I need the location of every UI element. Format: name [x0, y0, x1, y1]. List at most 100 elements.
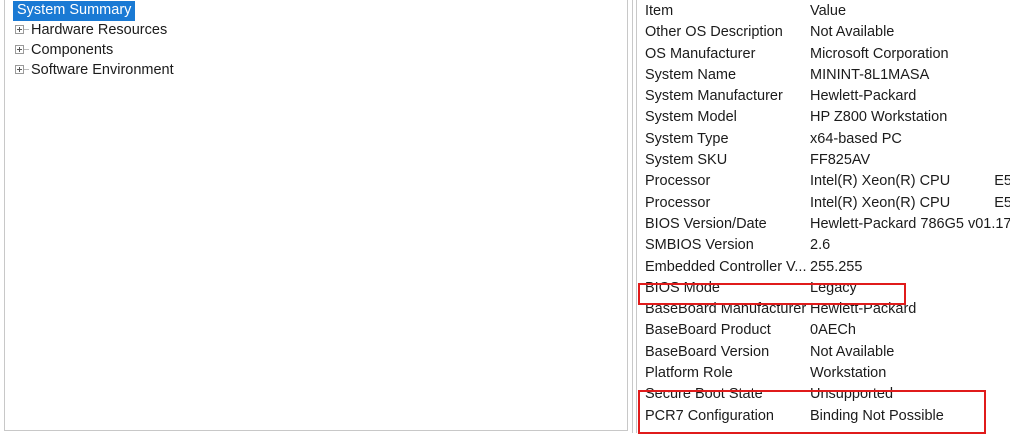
detail-item-value: HP Z800 Workstation — [810, 107, 947, 127]
detail-item-value: Legacy — [810, 278, 857, 298]
tree-item-label: Components — [31, 42, 114, 58]
detail-item-value: Workstation — [810, 363, 886, 383]
detail-value-text: Not Available — [810, 343, 895, 360]
tree-item-label: Hardware Resources — [31, 22, 168, 38]
detail-value-text: 0AECh — [810, 322, 856, 339]
column-header-item: Item — [645, 3, 674, 19]
detail-item-name: BaseBoard Manufacturer — [645, 301, 807, 318]
detail-item-value: Hewlett-Packard 786G5 v01.17, 8/ — [810, 214, 1010, 234]
detail-item-value: Intel(R) Xeon(R) CPU E5506 — [810, 193, 1010, 213]
detail-item-value: Microsoft Corporation — [810, 44, 949, 64]
detail-value-text: Hewlett-Packard 786G5 v01.17, 8/ — [810, 215, 1010, 232]
column-header-row[interactable]: Item Value — [638, 0, 1010, 21]
expand-plus-icon[interactable] — [15, 25, 24, 34]
detail-value-suffix: E5506 — [994, 194, 1010, 211]
detail-row[interactable]: System Model HP Z800 Workstation — [638, 106, 1010, 127]
tree-connector-line — [24, 49, 29, 50]
detail-item-name: System Manufacturer — [645, 88, 783, 105]
detail-item-name: BIOS Mode — [645, 279, 720, 296]
detail-value-text: 2.6 — [810, 237, 831, 254]
detail-row[interactable]: BIOS Mode Legacy — [638, 277, 1010, 298]
detail-item-name: BaseBoard Product — [645, 322, 771, 339]
detail-row[interactable]: PCR7 Configuration Binding Not Possible — [638, 405, 1010, 426]
detail-row[interactable]: System Type x64-based PC — [638, 128, 1010, 149]
tree-item-label: System Summary — [13, 1, 136, 21]
tree-item-system-summary[interactable]: System Summary — [5, 0, 627, 21]
detail-item-name: System Model — [645, 109, 737, 126]
detail-value-text: Microsoft Corporation — [810, 45, 949, 62]
detail-value-text: Hewlett-Packard — [810, 88, 917, 105]
detail-item-name: System Type — [645, 130, 729, 147]
detail-row[interactable]: System Name MININT-8L1MASA — [638, 64, 1010, 85]
detail-row[interactable]: System Manufacturer Hewlett-Packard — [638, 85, 1010, 106]
detail-item-value: 2.6 — [810, 235, 830, 255]
tree-connector-line — [24, 29, 29, 30]
detail-value-text: Legacy — [810, 279, 857, 296]
detail-row[interactable]: Other OS Description Not Available — [638, 21, 1010, 42]
tree-item-hardware-resources[interactable]: Hardware Resources — [5, 20, 627, 40]
detail-item-value: x64-based PC — [810, 129, 902, 149]
detail-value-text: HP Z800 Workstation — [810, 109, 948, 126]
detail-item-name: Platform Role — [645, 365, 733, 382]
detail-value-text: Binding Not Possible — [810, 407, 944, 424]
detail-row[interactable]: System SKU FF825AV — [638, 149, 1010, 170]
detail-value-text: Not Available — [810, 24, 895, 41]
detail-item-value: Intel(R) Xeon(R) CPU E5506 — [810, 171, 1010, 191]
detail-item-name: System SKU — [645, 152, 728, 169]
detail-value-text: Intel(R) Xeon(R) CPU — [810, 194, 951, 211]
detail-row[interactable]: Platform Role Workstation — [638, 362, 1010, 383]
expand-plus-icon[interactable] — [15, 45, 24, 54]
detail-item-value: Binding Not Possible — [810, 406, 944, 426]
detail-item-name: SMBIOS Version — [645, 237, 754, 254]
detail-item-value: Hewlett-Packard — [810, 86, 916, 106]
detail-item-name: BIOS Version/Date — [645, 215, 767, 232]
detail-item-value: Not Available — [810, 22, 894, 42]
tree-connector-line — [24, 69, 29, 70]
detail-item-name: Processor — [645, 173, 711, 190]
detail-value-text: FF825AV — [810, 152, 871, 169]
detail-item-name: System Name — [645, 66, 737, 83]
detail-row[interactable]: SMBIOS Version 2.6 — [638, 234, 1010, 255]
detail-value-text: Hewlett-Packard — [810, 301, 917, 318]
detail-item-name: Embedded Controller V... — [645, 258, 807, 275]
detail-row[interactable]: Processor Intel(R) Xeon(R) CPU E5506 — [638, 170, 1010, 191]
detail-row[interactable]: Embedded Controller V...255.255 — [638, 256, 1010, 277]
detail-item-name: BaseBoard Version — [645, 343, 770, 360]
detail-row[interactable]: Processor Intel(R) Xeon(R) CPU E5506 — [638, 192, 1010, 213]
detail-item-name: PCR7 Configuration — [645, 407, 774, 424]
tree-item-label: Software Environment — [31, 62, 174, 78]
detail-value-text: MININT-8L1MASA — [810, 66, 930, 83]
detail-row[interactable]: Secure Boot State Unsupported — [638, 383, 1010, 404]
detail-item-name: Processor — [645, 194, 711, 211]
column-header-value: Value — [810, 1, 846, 21]
detail-value-text: x64-based PC — [810, 130, 902, 147]
detail-row[interactable]: BaseBoard Version Not Available — [638, 341, 1010, 362]
detail-item-value: MININT-8L1MASA — [810, 65, 929, 85]
detail-item-value: FF825AV — [810, 150, 870, 170]
detail-value-text: 255.255 — [810, 258, 863, 275]
detail-item-name: OS Manufacturer — [645, 45, 756, 62]
detail-row[interactable]: BaseBoard Product 0AECh — [638, 319, 1010, 340]
detail-row[interactable]: BIOS Version/Date Hewlett-Packard 786G5 v… — [638, 213, 1010, 234]
detail-item-value: Hewlett-Packard — [810, 299, 916, 319]
detail-value-suffix: E5506 — [994, 173, 1010, 190]
detail-item-name: Secure Boot State — [645, 386, 763, 403]
expand-plus-icon[interactable] — [15, 65, 24, 74]
tree-item-components[interactable]: Components — [5, 40, 627, 60]
detail-item-value: Not Available — [810, 342, 894, 362]
detail-item-value: Unsupported — [810, 384, 893, 404]
detail-item-name: Other OS Description — [645, 24, 783, 41]
detail-item-value: 0AECh — [810, 320, 856, 340]
detail-value-text: Value — [810, 3, 847, 19]
detail-value-text: Workstation — [810, 365, 887, 382]
detail-item-value: 255.255 — [810, 257, 862, 277]
tree-item-software-environment[interactable]: Software Environment — [5, 60, 627, 80]
detail-row[interactable]: OS Manufacturer Microsoft Corporation — [638, 43, 1010, 64]
detail-value-text: Unsupported — [810, 386, 894, 403]
detail-value-text: Intel(R) Xeon(R) CPU — [810, 173, 951, 190]
